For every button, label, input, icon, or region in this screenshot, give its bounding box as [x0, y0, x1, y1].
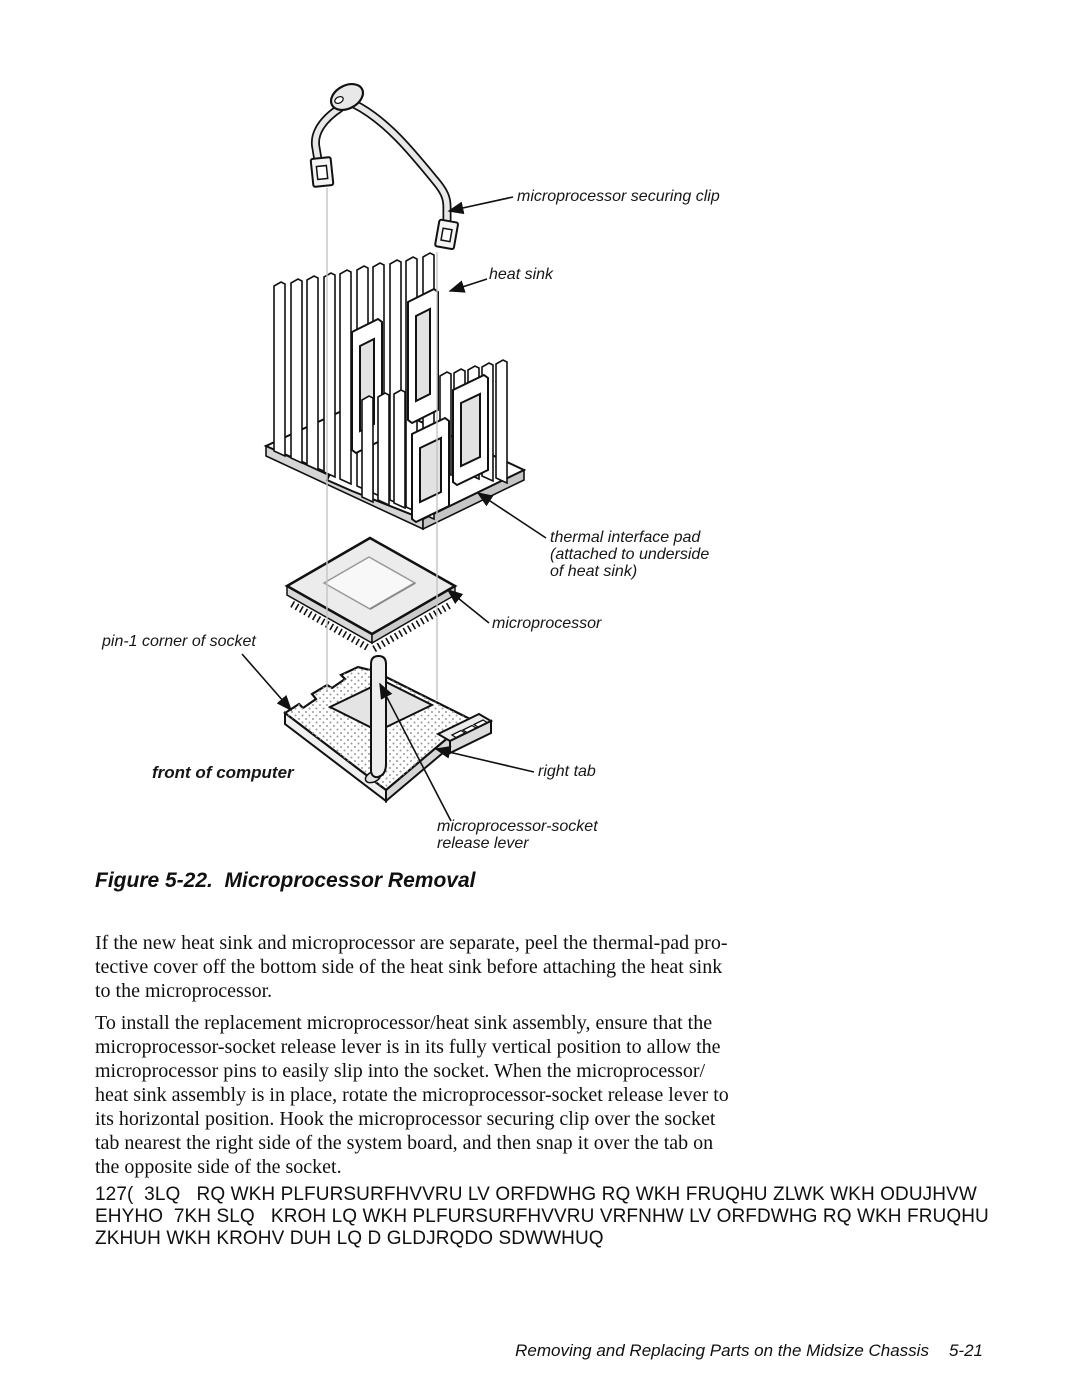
- microprocessor-chip: [284, 536, 458, 653]
- securing-clip: [309, 82, 459, 251]
- microprocessor-removal-diagram: [241, 82, 547, 822]
- label-front-of-computer: front of computer: [152, 763, 294, 782]
- note-text: 127( 3LQ RQ WKH PLFURSURFHVVRU LV ORFDWH…: [95, 1184, 989, 1249]
- heat-sink-frame-fins: [351, 287, 439, 455]
- heat-sink-lower-fins: [361, 389, 406, 510]
- footer-page-number: 5-21: [948, 1341, 983, 1360]
- label-thermal-pad: thermal interface pad (attached to under…: [550, 529, 710, 580]
- leader-arrows: [241, 196, 547, 822]
- heat-sink-front-frames: [411, 373, 489, 524]
- paragraph-2: To install the replacement microprocesso…: [95, 1012, 729, 1178]
- label-pin1-corner: pin-1 corner of socket: [102, 633, 256, 650]
- microprocessor-socket: [283, 654, 494, 804]
- footer-chapter-title: Removing and Replacing Parts on the Mids…: [515, 1341, 929, 1360]
- figure-caption: Figure 5-22. Microprocessor Removal: [95, 869, 476, 892]
- label-release-lever: microprocessor-socket release lever: [437, 818, 598, 852]
- page-footer: Removing and Replacing Parts on the Mids…: [515, 1341, 983, 1361]
- label-securing-clip: microprocessor securing clip: [517, 188, 720, 205]
- alignment-guide-lines: [326, 188, 438, 700]
- label-right-tab: right tab: [538, 763, 596, 780]
- label-microprocessor: microprocessor: [492, 615, 602, 632]
- paragraph-1: If the new heat sink and microprocessor …: [95, 932, 728, 1002]
- label-heat-sink: heat sink: [489, 266, 554, 283]
